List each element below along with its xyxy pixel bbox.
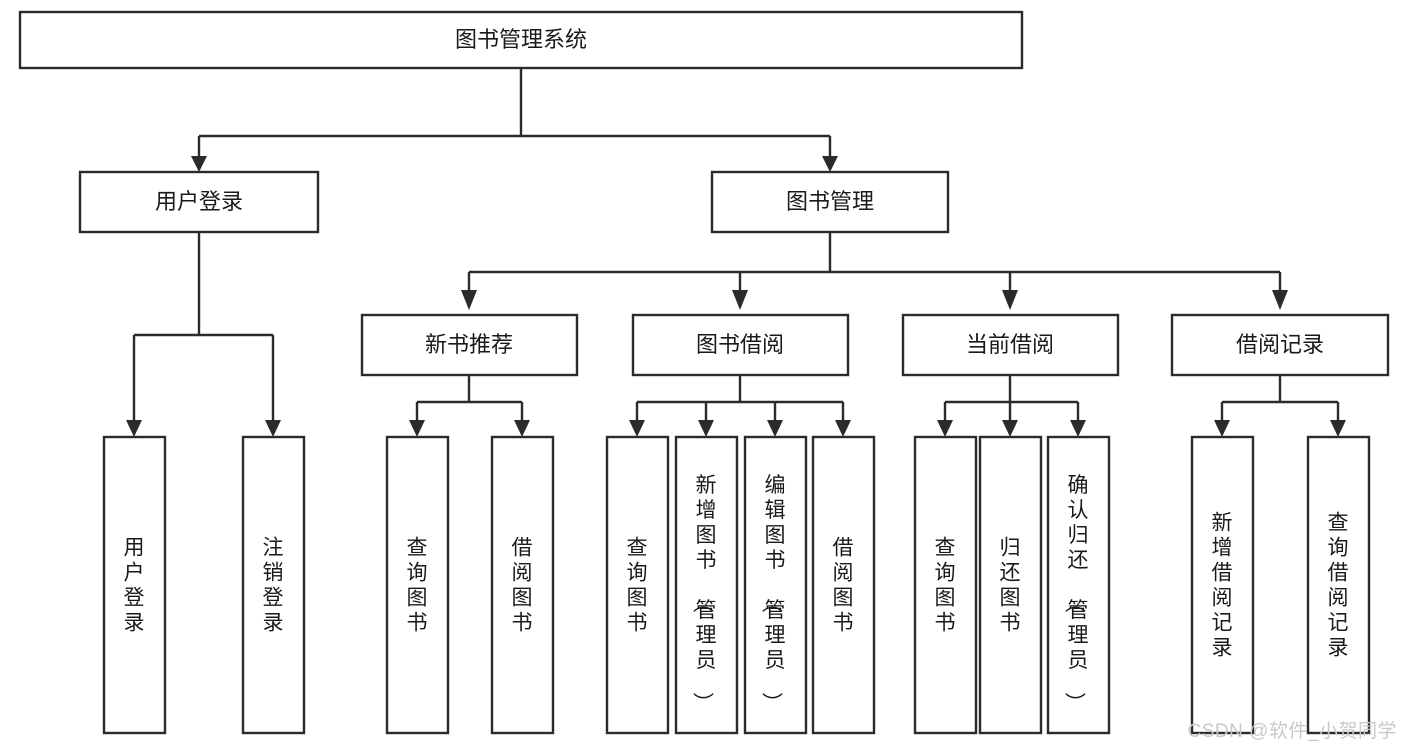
arrow-head-leaf-query-record [1330, 420, 1346, 437]
node-new-book-recommend-box[interactable] [360, 313, 579, 377]
node-leaf-borrow-book-1[interactable]: 借阅图书 [490, 435, 555, 735]
node-leaf-return-book-box[interactable] [978, 435, 1043, 735]
node-leaf-query-book-3-label: 查询图书 [935, 537, 956, 635]
node-current-borrow-label: 当前借阅 [966, 332, 1054, 357]
arrow-head-new-book-recommend [461, 290, 477, 310]
node-root-box[interactable] [18, 10, 1024, 70]
connector-layer [126, 68, 1346, 437]
node-leaf-query-book-1-box[interactable] [385, 435, 450, 735]
arrow-head-leaf-edit-book [767, 420, 783, 437]
node-leaf-user-login-label: 用户登录 [124, 537, 145, 635]
node-leaf-add-record[interactable]: 新增借阅记录 [1190, 435, 1255, 735]
node-leaf-user-logout[interactable]: 注销登录 [241, 435, 306, 735]
node-borrow-record-label: 借阅记录 [1236, 332, 1324, 357]
node-current-borrow-box[interactable] [901, 313, 1120, 377]
node-book-management[interactable]: 图书管理 [710, 170, 950, 234]
node-current-borrow[interactable]: 当前借阅 [901, 313, 1120, 377]
arrow-head-leaf-return-book [1002, 420, 1018, 437]
arrow-head-leaf-borrow-book-1 [514, 420, 530, 437]
node-leaf-query-book-1[interactable]: 查询图书 [385, 435, 450, 735]
arrow-head-leaf-add-record [1214, 420, 1230, 437]
arrow-head-leaf-user-login [126, 420, 142, 437]
arrow-head-leaf-add-book [698, 420, 714, 437]
node-new-book-recommend-label: 新书推荐 [425, 332, 513, 357]
node-book-management-box[interactable] [710, 170, 950, 234]
node-leaf-add-book-box[interactable] [674, 435, 739, 735]
node-borrow-record-box[interactable] [1170, 313, 1390, 377]
node-leaf-confirm-return[interactable]: 确认归还（管理员） [1046, 435, 1111, 735]
arrow-head-leaf-confirm-return [1070, 420, 1086, 437]
node-borrow-record[interactable]: 借阅记录 [1170, 313, 1390, 377]
arrow-head-leaf-query-book-1 [409, 420, 425, 437]
node-leaf-query-book-3[interactable]: 查询图书 [913, 435, 978, 735]
node-leaf-return-book[interactable]: 归还图书 [978, 435, 1043, 735]
arrow-head-book-borrow [732, 290, 748, 310]
node-book-borrow-box[interactable] [631, 313, 850, 377]
node-leaf-query-book-2-label: 查询图书 [627, 537, 648, 635]
arrow-head-user-login [191, 156, 207, 172]
arrow-head-leaf-query-book-3 [937, 420, 953, 437]
arrow-head-leaf-borrow-book-2 [835, 420, 851, 437]
node-leaf-query-record[interactable]: 查询借阅记录 [1306, 435, 1371, 735]
node-user-login-label: 用户登录 [155, 189, 243, 214]
node-book-management-label: 图书管理 [786, 189, 874, 214]
node-leaf-add-record-box[interactable] [1190, 435, 1255, 735]
node-leaf-query-book-2-box[interactable] [605, 435, 670, 735]
node-root-label: 图书管理系统 [455, 27, 587, 52]
node-leaf-add-record-label: 新增借阅记录 [1212, 512, 1233, 660]
node-book-borrow[interactable]: 图书借阅 [631, 313, 850, 377]
node-leaf-user-logout-box[interactable] [241, 435, 306, 735]
node-leaf-borrow-book-2-box[interactable] [811, 435, 876, 735]
arrow-head-leaf-user-logout [265, 420, 281, 437]
node-leaf-edit-book[interactable]: 编辑图书（管理员） [743, 435, 808, 735]
arrow-head-current-borrow [1002, 290, 1018, 310]
node-leaf-borrow-book-1-label: 借阅图书 [512, 537, 533, 635]
node-leaf-query-book-3-box[interactable] [913, 435, 978, 735]
node-leaf-confirm-return-box[interactable] [1046, 435, 1111, 735]
node-leaf-edit-book-label: 编辑图书（管理员） [760, 474, 786, 713]
node-leaf-user-login-box[interactable] [102, 435, 167, 735]
node-leaf-confirm-return-label: 确认归还（管理员） [1063, 474, 1089, 713]
node-leaf-user-login[interactable]: 用户登录 [102, 435, 167, 735]
node-leaf-user-logout-label: 注销登录 [263, 537, 284, 635]
node-leaf-return-book-label: 归还图书 [1000, 537, 1021, 635]
node-leaf-edit-book-box[interactable] [743, 435, 808, 735]
node-leaf-query-record-label: 查询借阅记录 [1328, 512, 1349, 660]
node-user-login-box[interactable] [78, 170, 320, 234]
node-new-book-recommend[interactable]: 新书推荐 [360, 313, 579, 377]
csdn-watermark: CSDN @软件_小贺同学 [1187, 721, 1397, 742]
arrow-head-book-management [822, 156, 838, 172]
node-leaf-query-record-box[interactable] [1306, 435, 1371, 735]
arrow-head-leaf-query-book-2 [629, 420, 645, 437]
node-leaf-add-book[interactable]: 新增图书（管理员） [674, 435, 739, 735]
node-leaf-borrow-book-1-box[interactable] [490, 435, 555, 735]
node-leaf-borrow-book-2-label: 借阅图书 [833, 537, 854, 635]
node-leaf-query-book-1-label: 查询图书 [407, 537, 428, 635]
node-leaf-query-book-2[interactable]: 查询图书 [605, 435, 670, 735]
node-user-login[interactable]: 用户登录 [78, 170, 320, 234]
node-root[interactable]: 图书管理系统 [18, 10, 1024, 70]
node-leaf-borrow-book-2[interactable]: 借阅图书 [811, 435, 876, 735]
node-leaf-add-book-label: 新增图书（管理员） [691, 474, 717, 713]
node-book-borrow-label: 图书借阅 [696, 332, 784, 357]
arrow-head-borrow-record [1272, 290, 1288, 310]
